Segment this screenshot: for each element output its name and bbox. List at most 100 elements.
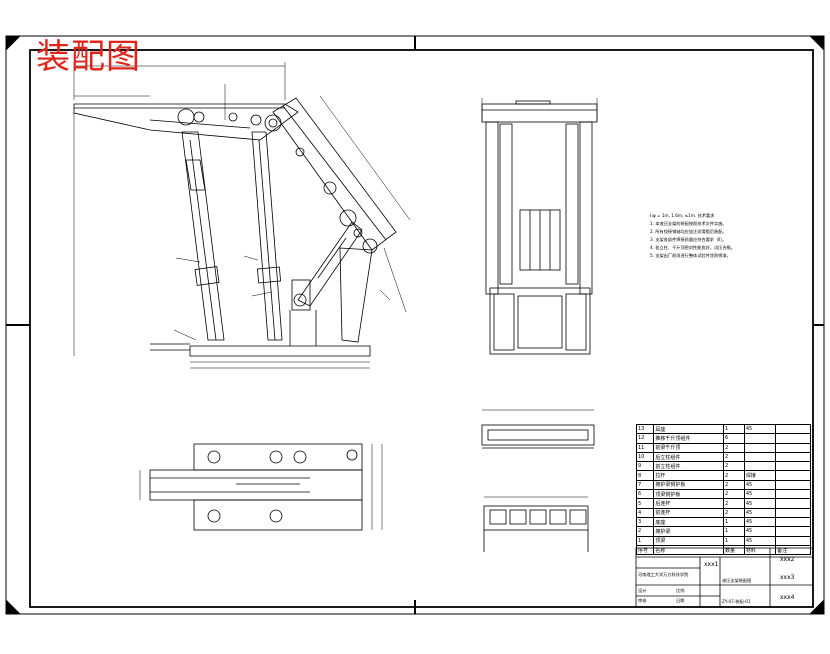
bom-cell-note [775,516,811,528]
bom-cell-note [775,526,811,537]
drawing-number: ZY-07-装配-01 [722,599,751,604]
bom-header-qty: 数量 [722,544,745,556]
bom-cell-qty: 6 [722,433,745,444]
bom-cell-note [775,442,811,453]
title-cell-3: xxx3 [780,574,795,581]
bom-cell-no: 9 [635,461,655,472]
bom-cell-no: 5 [635,498,655,509]
bom-cell-no: 6 [635,489,655,500]
bom-header-no: 序号 [635,544,655,556]
bom-cell-no: 11 [635,442,655,453]
tech-note: 3. 支架各部件焊接质量应符合要求（Ⅱ）。 [650,237,727,242]
bom-cell-name: 顶梁 [653,535,724,546]
bom-cell-qty: 2 [722,442,745,453]
bom-cell-name: 掩护梁 [653,526,724,537]
bom-cell-no: 3 [635,516,655,528]
bom-header-name: 名称 [653,544,724,556]
bom-cell-no: 4 [635,507,655,518]
tech-note: Ⅰ₁φ = 1m, 1.6m, ≤1m. 技术要求 [650,213,715,218]
drawing-name: 液压支架装配图 [722,578,752,583]
bom-cell-no: 1 [635,535,655,546]
bom-cell-material: 45 [743,526,777,537]
bom-cell-name: 前梁千斤顶 [653,442,724,453]
bom-cell-qty: 2 [722,479,745,491]
bom-cell-name: 顶梁侧护板 [653,489,724,500]
plan-view [139,443,383,531]
bom-cell-material: 45 [743,535,777,546]
bom-cell-material: 45 [743,498,777,509]
technical-requirements: Ⅰ₁φ = 1m, 1.6m, ≤1m. 技术要求 1. 本液压支架的装配按照技… [650,212,800,260]
bom-cell-note [775,433,811,444]
bom-cell-no: 12 [635,433,655,444]
bom-header-material: 材料 [743,544,777,556]
bom-cell-no: 2 [635,526,655,537]
bom-header-note: 备注 [775,544,811,556]
bom-cell-qty: 2 [722,507,745,518]
bom-cell-name: 后立柱组件 [653,451,724,463]
checker-label: 审核 [638,598,647,603]
bom-cell-qty: 2 [722,470,745,481]
bom-cell-no: 10 [635,451,655,463]
bom-cell-material [743,433,777,444]
bom-cell-qty: 2 [722,461,745,472]
tech-note: 5. 支架出厂前须进行整体试验并涂防锈漆。 [650,253,731,258]
bom-cell-no: 8 [635,470,655,481]
bom-cell-qty: 1 [722,526,745,537]
tech-note: 1. 本液压支架的装配按照技术文件实施。 [650,221,727,226]
bom-cell-qty: 1 [722,535,745,546]
drawing-title-stamp: 装配图 [36,37,141,77]
bom-cell-material: 45 [743,479,777,491]
bom-cell-material: 45 [743,423,777,435]
bom-cell-name: 后连杆 [653,498,724,509]
bom-cell-material: 45 [743,489,777,500]
bom-cell-note [775,507,811,518]
end-view [481,98,598,355]
bom-cell-name: 前连杆 [653,507,724,518]
side-elevation-view [73,62,411,369]
scale-label: 比例 [676,588,685,593]
bom-header-row: 序号名称数量材料备注 [635,544,811,556]
bom-cell-qty: 2 [722,451,745,463]
title-cell-2: xxx2 [780,556,795,563]
tech-note: 4. 各立柱、千斤顶密封性能良好，试压合格。 [650,245,735,250]
bom-cell-material [743,461,777,472]
title-cell-1: xxx1 [704,561,719,568]
bom-cell-material [743,442,777,453]
bom-cell-name: 底座 [653,516,724,528]
bom-cell-qty: 2 [722,498,745,509]
bom-cell-note [775,451,811,463]
bom-cell-name: 掩护梁侧护板 [653,479,724,491]
bom-cell-qty: 1 [722,423,745,435]
bom-cell-name: 拉杆 [653,470,724,481]
section-views [481,409,595,552]
inner-border [29,49,814,608]
bom-cell-note [775,535,811,546]
bom-cell-no: 13 [635,423,655,435]
bom-cell-note [775,470,811,481]
bom-cell-no: 7 [635,479,655,491]
bom-cell-material: 焊接 [743,470,777,481]
designer-label: 设计 [638,588,647,593]
bom-cell-material: 45 [743,507,777,518]
bom-cell-note [775,479,811,491]
tech-note: 2. 所有铰接销轴均应加注润滑脂后装配。 [650,229,727,234]
title-cell-4: xxx4 [780,594,795,601]
bom-cell-name: 推移千斤顶组件 [653,433,724,444]
bom-cell-name: 耳座 [653,423,724,435]
bom-cell-qty: 1 [722,516,745,528]
school-name: 河南理工大学万方科技学院 [638,572,689,577]
bom-cell-note [775,423,811,435]
